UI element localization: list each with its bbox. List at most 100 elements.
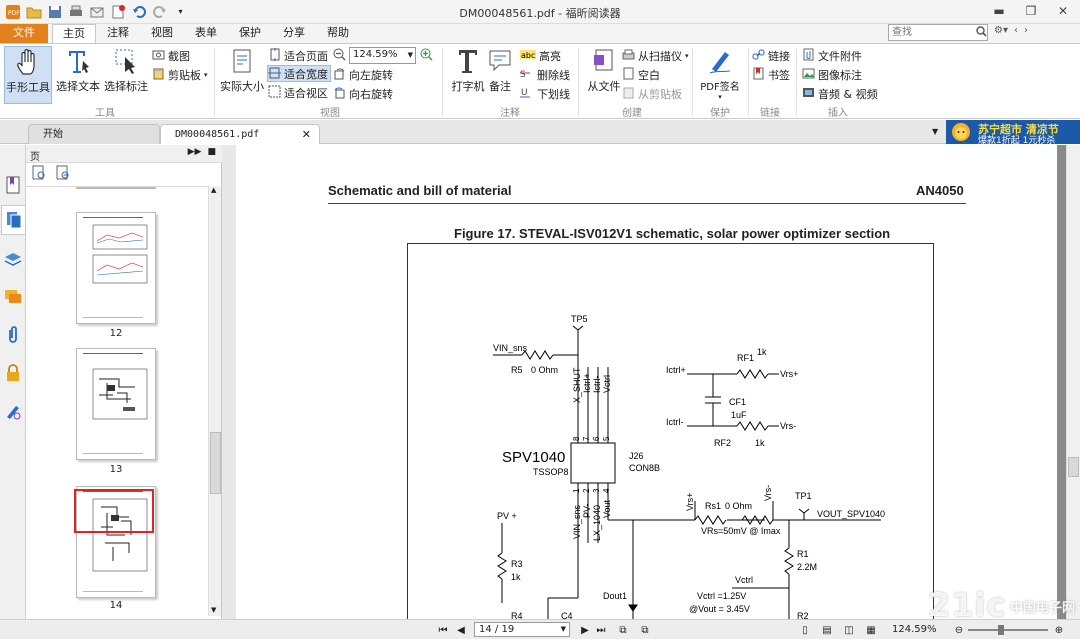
customize-toolbar-icon[interactable]: ▾: [178, 7, 183, 16]
actual-size-button[interactable]: 实际大小: [218, 46, 266, 104]
zoom-slider-thumb[interactable]: [998, 625, 1004, 635]
typewriter-button[interactable]: 打字机: [444, 46, 492, 104]
pdf-app-icon[interactable]: PDF: [4, 3, 21, 20]
menu-comment[interactable]: 注释: [107, 26, 129, 39]
comments-panel-icon[interactable]: [3, 287, 23, 307]
page-thumbnail[interactable]: [76, 348, 156, 460]
redo-icon[interactable]: [151, 3, 168, 20]
scroll-down-icon[interactable]: ▼: [211, 606, 217, 614]
strikeout-button[interactable]: S 删除线: [520, 68, 570, 82]
highlight-button[interactable]: abc 高亮: [520, 49, 561, 63]
thumbnail-scrollbar[interactable]: ▲ ▼: [208, 186, 221, 616]
rotate-right-button[interactable]: 向右旋转: [333, 85, 393, 102]
print-icon[interactable]: [67, 3, 84, 20]
visible-area-indicator[interactable]: [74, 489, 154, 533]
zoom-in-icon[interactable]: [420, 48, 433, 64]
page-number-field[interactable]: 14 / 19 ▼: [474, 622, 570, 637]
restore-button[interactable]: ❐: [1025, 4, 1037, 18]
underline-button[interactable]: U 下划线: [520, 87, 570, 101]
tab-current-document[interactable]: DM00048561.pdf ✕: [160, 124, 320, 144]
reduce-thumbnail-icon[interactable]: [56, 165, 70, 184]
save-icon[interactable]: [46, 3, 63, 20]
attachments-panel-icon[interactable]: [3, 325, 23, 345]
layers-panel-icon[interactable]: [3, 249, 23, 269]
menu-share[interactable]: 分享: [283, 26, 305, 39]
link-button[interactable]: 链接: [752, 47, 790, 64]
rotate-left-button[interactable]: 向左旋转: [333, 66, 393, 83]
hand-tool-button[interactable]: 手形工具: [4, 46, 52, 104]
first-page-icon[interactable]: ⏮: [438, 624, 448, 636]
menu-protect[interactable]: 保护: [239, 26, 261, 39]
menu-view[interactable]: 视图: [151, 26, 173, 39]
select-text-button[interactable]: 选择文本: [54, 46, 102, 104]
fit-view-button[interactable]: 适合视区: [268, 84, 328, 101]
advertisement-banner[interactable]: 苏宁超市 清凉节 爆款1折起 1元秒杀: [946, 120, 1080, 146]
last-page-icon[interactable]: ⏭: [596, 624, 606, 636]
note-button[interactable]: 备注: [476, 46, 524, 104]
document-tab-strip: 开始 DM00048561.pdf ✕: [0, 120, 1080, 144]
image-annotation-button[interactable]: 图像标注: [802, 66, 862, 83]
minimize-button[interactable]: ▬: [993, 4, 1005, 18]
facing-view-icon[interactable]: ◫: [844, 624, 854, 636]
blank-page-button[interactable]: 空白: [622, 66, 660, 83]
settings-gear-icon[interactable]: ⚙▾: [994, 25, 1008, 36]
previous-view-icon[interactable]: ⧉: [619, 624, 627, 636]
tab-list-dropdown-icon[interactable]: ▼: [932, 127, 939, 136]
enlarge-thumbnail-icon[interactable]: [32, 165, 46, 184]
next-page-icon[interactable]: ▶: [581, 624, 589, 636]
thumbnail-label: 14: [109, 600, 123, 611]
menu-form[interactable]: 表单: [195, 26, 217, 39]
panel-options-icon[interactable]: ▶▶: [187, 147, 202, 157]
new-document-icon[interactable]: [109, 3, 126, 20]
zoom-out-icon[interactable]: [333, 48, 346, 64]
back-arrow-icon[interactable]: ‹: [1013, 25, 1018, 36]
scroll-up-icon[interactable]: ▲: [211, 186, 217, 194]
document-viewport[interactable]: Schematic and bill of material AN4050 Fi…: [236, 145, 1066, 619]
close-window-button[interactable]: ✕: [1057, 4, 1069, 18]
typewriter-icon: [454, 46, 482, 76]
bookmarks-panel-icon[interactable]: [3, 175, 23, 195]
document-scrollbar[interactable]: [1066, 145, 1080, 619]
from-clipboard-button[interactable]: 从剪贴板: [622, 85, 682, 102]
bookmark-button[interactable]: 书签: [752, 66, 790, 83]
email-icon[interactable]: [88, 3, 105, 20]
close-tab-icon[interactable]: ✕: [301, 128, 311, 141]
undo-icon[interactable]: [130, 3, 147, 20]
scrollbar-thumb[interactable]: [210, 432, 221, 494]
file-attachment-button[interactable]: 文件附件: [802, 47, 862, 64]
panel-splitter[interactable]: [222, 145, 236, 619]
zoom-combo[interactable]: 124.59% ▼: [349, 47, 416, 64]
from-scanner-button[interactable]: 从扫描仪 ▾: [622, 47, 689, 64]
menu-help[interactable]: 帮助: [327, 26, 349, 39]
search-icon[interactable]: [976, 26, 987, 40]
zoom-slider[interactable]: [968, 625, 1048, 635]
page-thumbnail-current[interactable]: [74, 486, 156, 598]
fit-width-button[interactable]: 适合宽度: [267, 65, 331, 82]
clipboard-button[interactable]: 剪贴板 ▾: [152, 66, 208, 83]
fit-page-button[interactable]: 适合页面: [268, 47, 328, 64]
single-page-view-icon[interactable]: ▯: [802, 624, 808, 636]
menu-file[interactable]: 文件: [0, 24, 48, 43]
audio-video-button[interactable]: 音频 & 视频: [802, 85, 878, 102]
continuous-facing-view-icon[interactable]: ▦: [866, 624, 876, 636]
page-thumbnail[interactable]: [76, 212, 156, 324]
zoom-out-status-icon[interactable]: ⊖: [954, 624, 964, 636]
panel-close-icon[interactable]: ■: [207, 147, 216, 157]
open-folder-icon[interactable]: [25, 3, 42, 20]
pages-panel-icon[interactable]: [1, 205, 26, 235]
select-annotation-button[interactable]: 选择标注: [102, 46, 150, 104]
forward-arrow-icon[interactable]: ›: [1023, 25, 1028, 36]
from-file-button[interactable]: 从文件: [580, 46, 628, 104]
search-input[interactable]: [888, 24, 988, 41]
zoom-in-status-icon[interactable]: ⊕: [1054, 624, 1064, 636]
scrollbar-thumb[interactable]: [1068, 457, 1079, 477]
menu-home[interactable]: 主页: [52, 24, 96, 43]
security-lock-icon[interactable]: [3, 363, 23, 383]
next-view-icon[interactable]: ⧉: [641, 624, 649, 636]
signature-panel-icon[interactable]: [3, 401, 23, 421]
previous-page-icon[interactable]: ◀: [457, 624, 465, 636]
screenshot-button[interactable]: 截图: [152, 47, 190, 64]
continuous-view-icon[interactable]: ▤: [822, 624, 832, 636]
pdf-sign-button[interactable]: PDF签名 ▾: [696, 46, 744, 104]
tab-start[interactable]: 开始: [28, 124, 160, 144]
